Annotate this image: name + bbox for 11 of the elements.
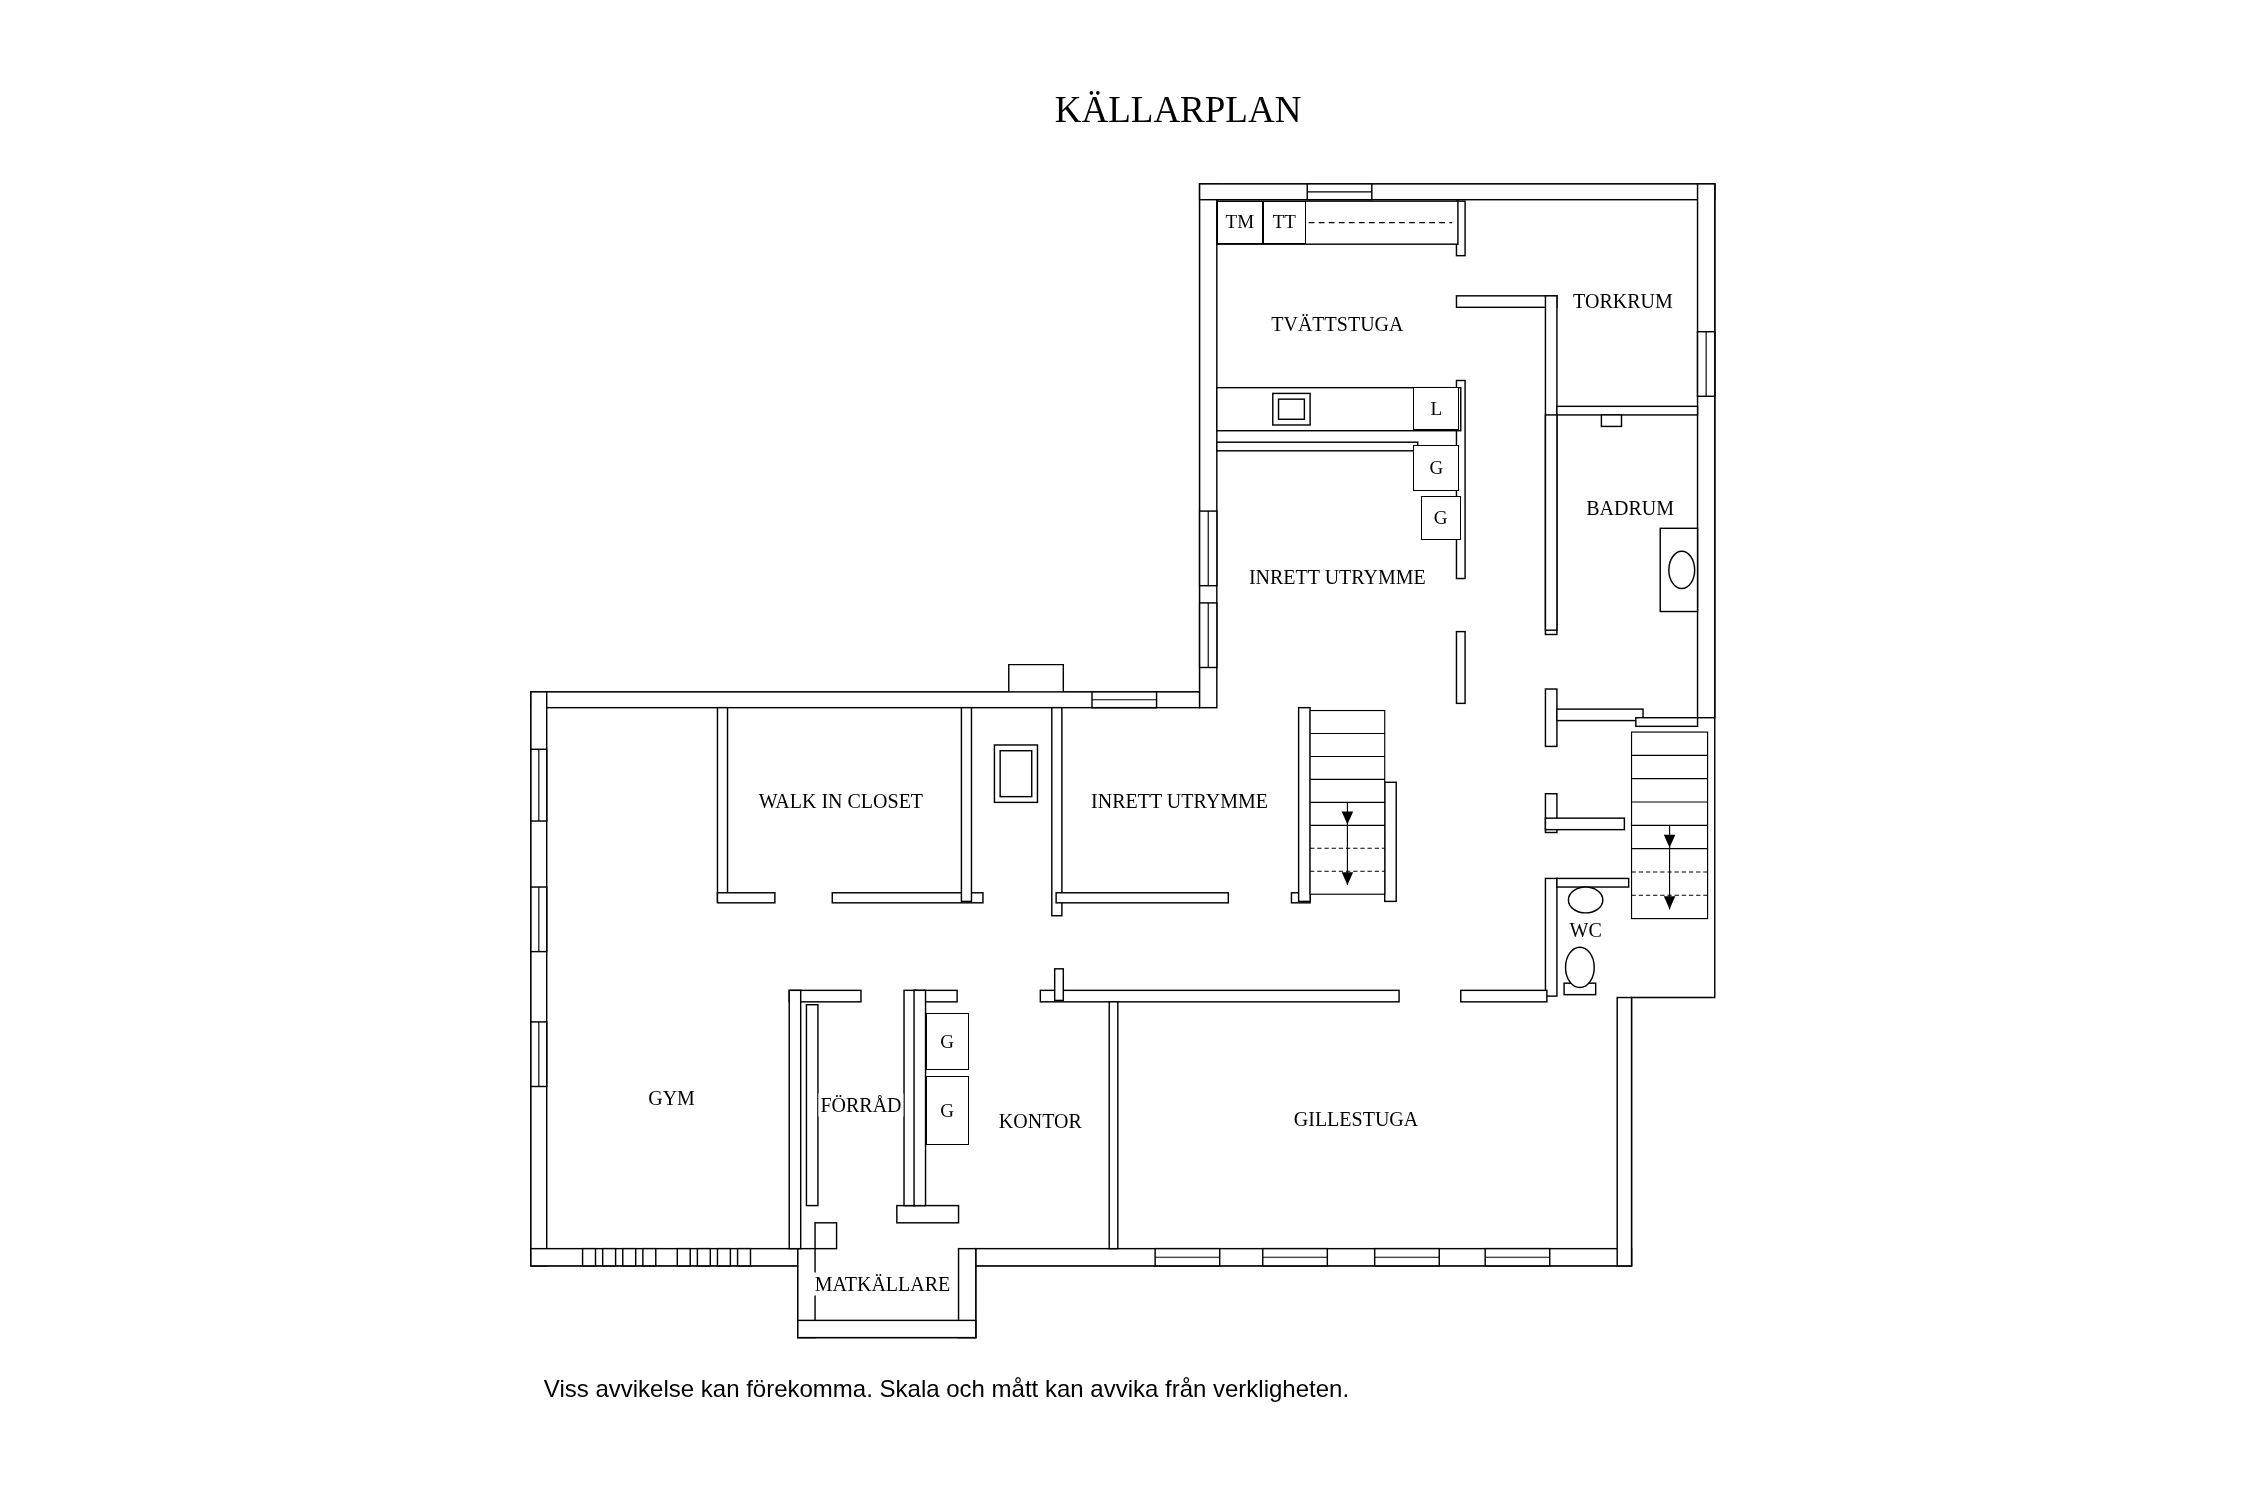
disclaimer-note: Viss avvikelse kan förekomma. Skala och mått kan avvika från verkligheten. xyxy=(543,1375,1350,1403)
room-label: MATKÄLLARE xyxy=(812,1272,953,1296)
fixture-box: G xyxy=(1420,496,1461,540)
fixture-box: G xyxy=(925,1076,969,1146)
fixture-box: G xyxy=(925,1013,969,1071)
room-label: FÖRRÅD xyxy=(818,1093,904,1117)
fixture-box: TM xyxy=(1216,200,1263,244)
fixture-box: L xyxy=(1413,387,1460,431)
fixture-box: G xyxy=(1413,444,1460,491)
plan-title: KÄLLARPLAN xyxy=(1054,87,1302,131)
fixture-box: TT xyxy=(1262,200,1306,244)
